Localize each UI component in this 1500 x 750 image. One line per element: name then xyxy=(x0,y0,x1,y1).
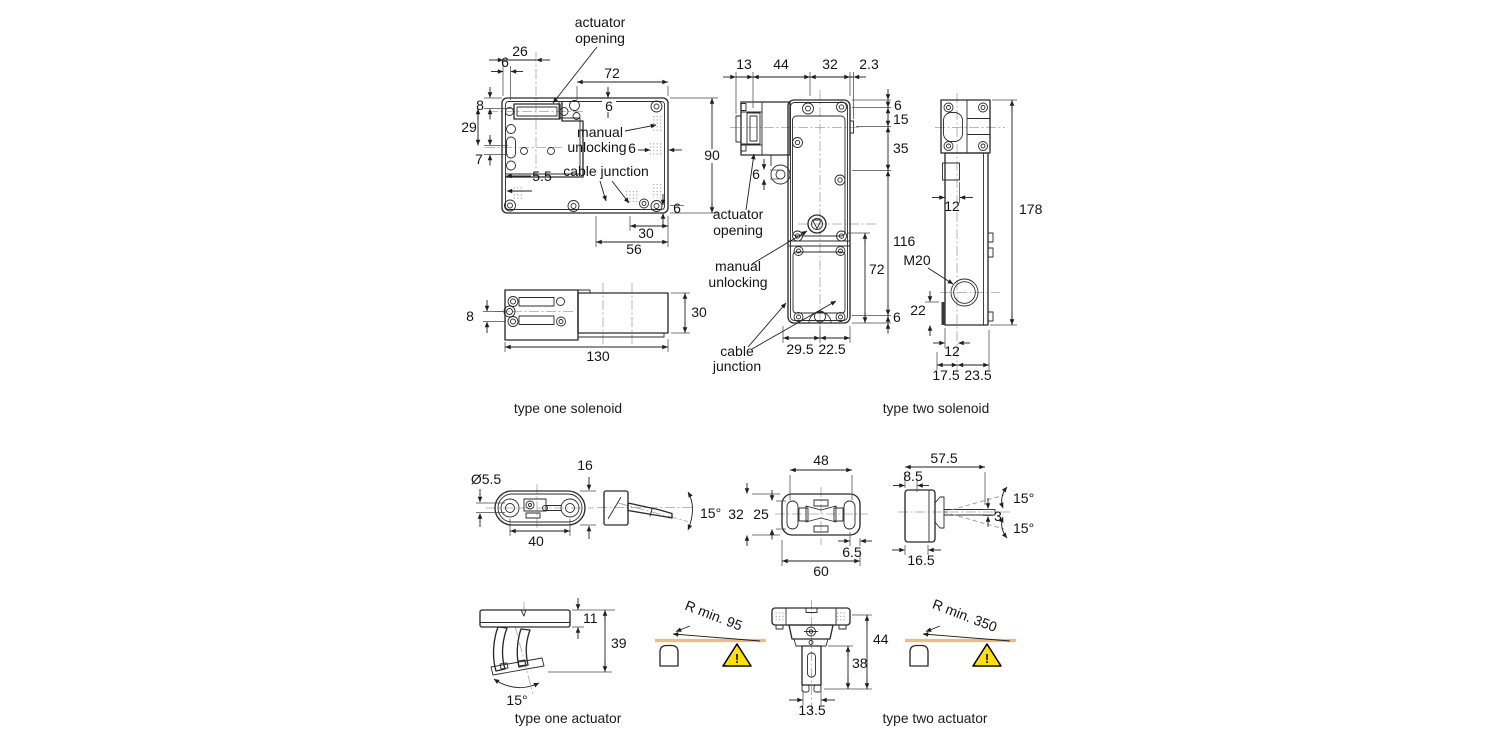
solenoid-two-side-view xyxy=(935,93,1005,372)
dim-11: 11 xyxy=(583,610,598,626)
dim-44: 44 xyxy=(773,56,789,72)
dim-30: 30 xyxy=(638,225,654,241)
dim-48: 48 xyxy=(813,452,829,468)
dim-13: 13 xyxy=(736,56,752,72)
dim-32-plate: 32 xyxy=(728,506,744,522)
actuator-two-front-view: 44 38 13.5 xyxy=(771,600,889,718)
warning-mark: ! xyxy=(985,651,989,666)
dim-15deg-up: 15° xyxy=(1013,490,1034,506)
bend-radius-note-95: R min. 95 ! xyxy=(655,597,766,667)
actuator-two-pin-side-view: 57.5 8.5 3 15° 15° 16.5 xyxy=(892,450,1034,568)
dim-38: 38 xyxy=(852,655,868,671)
dim-15deg-down: 15° xyxy=(1013,520,1034,536)
dim-7: 7 xyxy=(475,151,483,167)
dim-15deg-claw: 15° xyxy=(506,692,527,708)
caption-solenoid-one: type one solenoid xyxy=(514,401,622,416)
dim-6-5: 6.5 xyxy=(842,544,862,560)
dim-25: 25 xyxy=(753,506,769,522)
dim-57-5: 57.5 xyxy=(930,450,957,466)
dim-6-right: 6 xyxy=(628,140,636,156)
dim-6-top-2: 6 xyxy=(894,97,902,113)
warning-icon: ! xyxy=(722,643,752,667)
dim-6-slot: 6 xyxy=(605,98,613,114)
dim-12-top: 12 xyxy=(944,198,960,214)
label-m20: M20 xyxy=(903,252,930,268)
dim-13-5: 13.5 xyxy=(798,702,825,718)
warning-mark: ! xyxy=(735,651,739,666)
dim-39: 39 xyxy=(611,635,627,651)
dim-30-side: 30 xyxy=(691,304,707,320)
dim-116: 116 xyxy=(893,233,916,249)
solenoid-two-front-dimensions: 13 44 32 2.3 6 15 35 116 6 72 xyxy=(708,56,915,374)
dim-40: 40 xyxy=(528,533,544,549)
dim-16: 16 xyxy=(577,457,593,473)
caption-actuator-two: type two actuator xyxy=(882,711,987,726)
dim-56: 56 xyxy=(626,241,642,257)
dim-6-lug: 6 xyxy=(752,166,760,182)
solenoid-two-front-view xyxy=(730,90,876,340)
solenoid-one-front-dimensions: 26 6 72 8 29 7 5.5 6 xyxy=(461,14,723,257)
dim-16-5: 16.5 xyxy=(907,552,934,568)
dim-29: 29 xyxy=(461,119,477,135)
dim-6-bottom: 6 xyxy=(673,200,681,216)
dim-15: 15 xyxy=(893,111,909,127)
dim-130: 130 xyxy=(586,348,610,364)
dim-32: 32 xyxy=(822,56,838,72)
dim-72-2: 72 xyxy=(869,261,885,277)
label-actuator-opening-2: opening xyxy=(575,30,625,46)
dim-5-5: 5.5 xyxy=(532,168,552,184)
label-actuator-opening-3: actuator xyxy=(713,206,764,222)
dim-35: 35 xyxy=(893,140,909,156)
actuator-two-plan-view: 48 32 25 6.5 60 xyxy=(728,452,872,579)
solenoid-one-side-dimensions: 8 30 130 xyxy=(466,292,707,364)
dim-22-5: 22.5 xyxy=(818,341,845,357)
door-profile-shape xyxy=(659,644,679,667)
dim-26: 26 xyxy=(512,43,528,59)
radius-note-95: R min. 95 xyxy=(683,597,745,633)
dim-23-5: 23.5 xyxy=(964,367,991,383)
dim-12-bottom: 12 xyxy=(944,343,960,359)
dim-29-5: 29.5 xyxy=(786,341,813,357)
solenoid-one-side-view xyxy=(495,283,669,347)
dim-22: 22 xyxy=(910,302,926,318)
dim-90: 90 xyxy=(704,147,720,163)
dim-8: 8 xyxy=(476,97,484,113)
label-manual-2: unlocking xyxy=(567,139,626,155)
label-actuator-opening-4: opening xyxy=(713,222,763,238)
label-manual-3: manual xyxy=(715,258,761,274)
door-profile-shape xyxy=(909,644,929,667)
label-actuator-opening-1: actuator xyxy=(575,14,626,30)
dim-8-5: 8.5 xyxy=(903,468,923,484)
dim-2-3: 2.3 xyxy=(859,56,879,72)
caption-actuator-one: type one actuator xyxy=(515,711,622,726)
label-cable-junction: cable junction xyxy=(563,163,649,179)
dim-dia-5-5: Ø5.5 xyxy=(471,471,502,487)
label-manual-1: manual xyxy=(577,124,623,140)
dim-178: 178 xyxy=(1019,201,1043,217)
actuator-one-front-view: 11 39 15° xyxy=(479,598,627,708)
dim-6-top: 6 xyxy=(501,54,509,70)
caption-solenoid-two: type two solenoid xyxy=(883,401,990,416)
bend-radius-note-350: R min. 350 ! xyxy=(905,596,1016,667)
actuator-one-blade-side-view: 15° xyxy=(597,490,721,531)
dim-72: 72 xyxy=(604,65,620,81)
dim-17-5: 17.5 xyxy=(932,367,959,383)
dim-15deg-blade: 15° xyxy=(700,505,721,521)
solenoid-one-front-view xyxy=(485,52,669,214)
label-manual-4: unlocking xyxy=(708,274,767,290)
warning-icon: ! xyxy=(972,643,1002,667)
actuator-one-plan-view: Ø5.5 16 40 xyxy=(471,457,596,549)
dim-6-bottom-2: 6 xyxy=(893,309,901,325)
dim-8-side: 8 xyxy=(466,308,474,324)
dim-60: 60 xyxy=(813,563,829,579)
dim-3: 3 xyxy=(994,508,1002,524)
label-cable-2: junction xyxy=(712,358,761,374)
solenoid-two-side-dimensions: 12 178 M20 22 12 17.5 23.5 xyxy=(903,99,1044,383)
radius-note-350: R min. 350 xyxy=(930,596,999,635)
dim-44-act: 44 xyxy=(873,631,889,647)
label-cable-1: cable xyxy=(720,343,754,359)
